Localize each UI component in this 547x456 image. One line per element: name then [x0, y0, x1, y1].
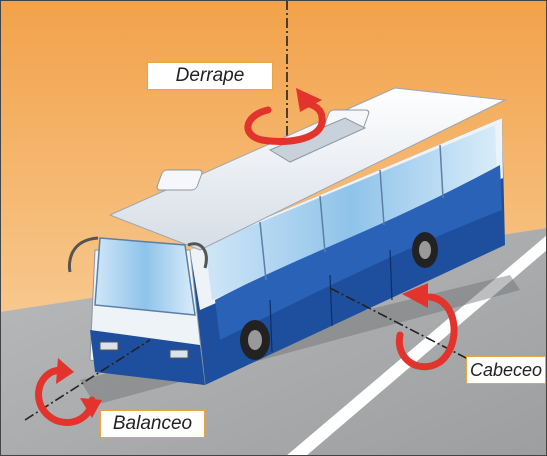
derrape-label: Derrape — [147, 62, 273, 90]
cabeceo-label: Cabeceo — [466, 356, 546, 384]
balanceo-label: Balanceo — [100, 410, 205, 438]
